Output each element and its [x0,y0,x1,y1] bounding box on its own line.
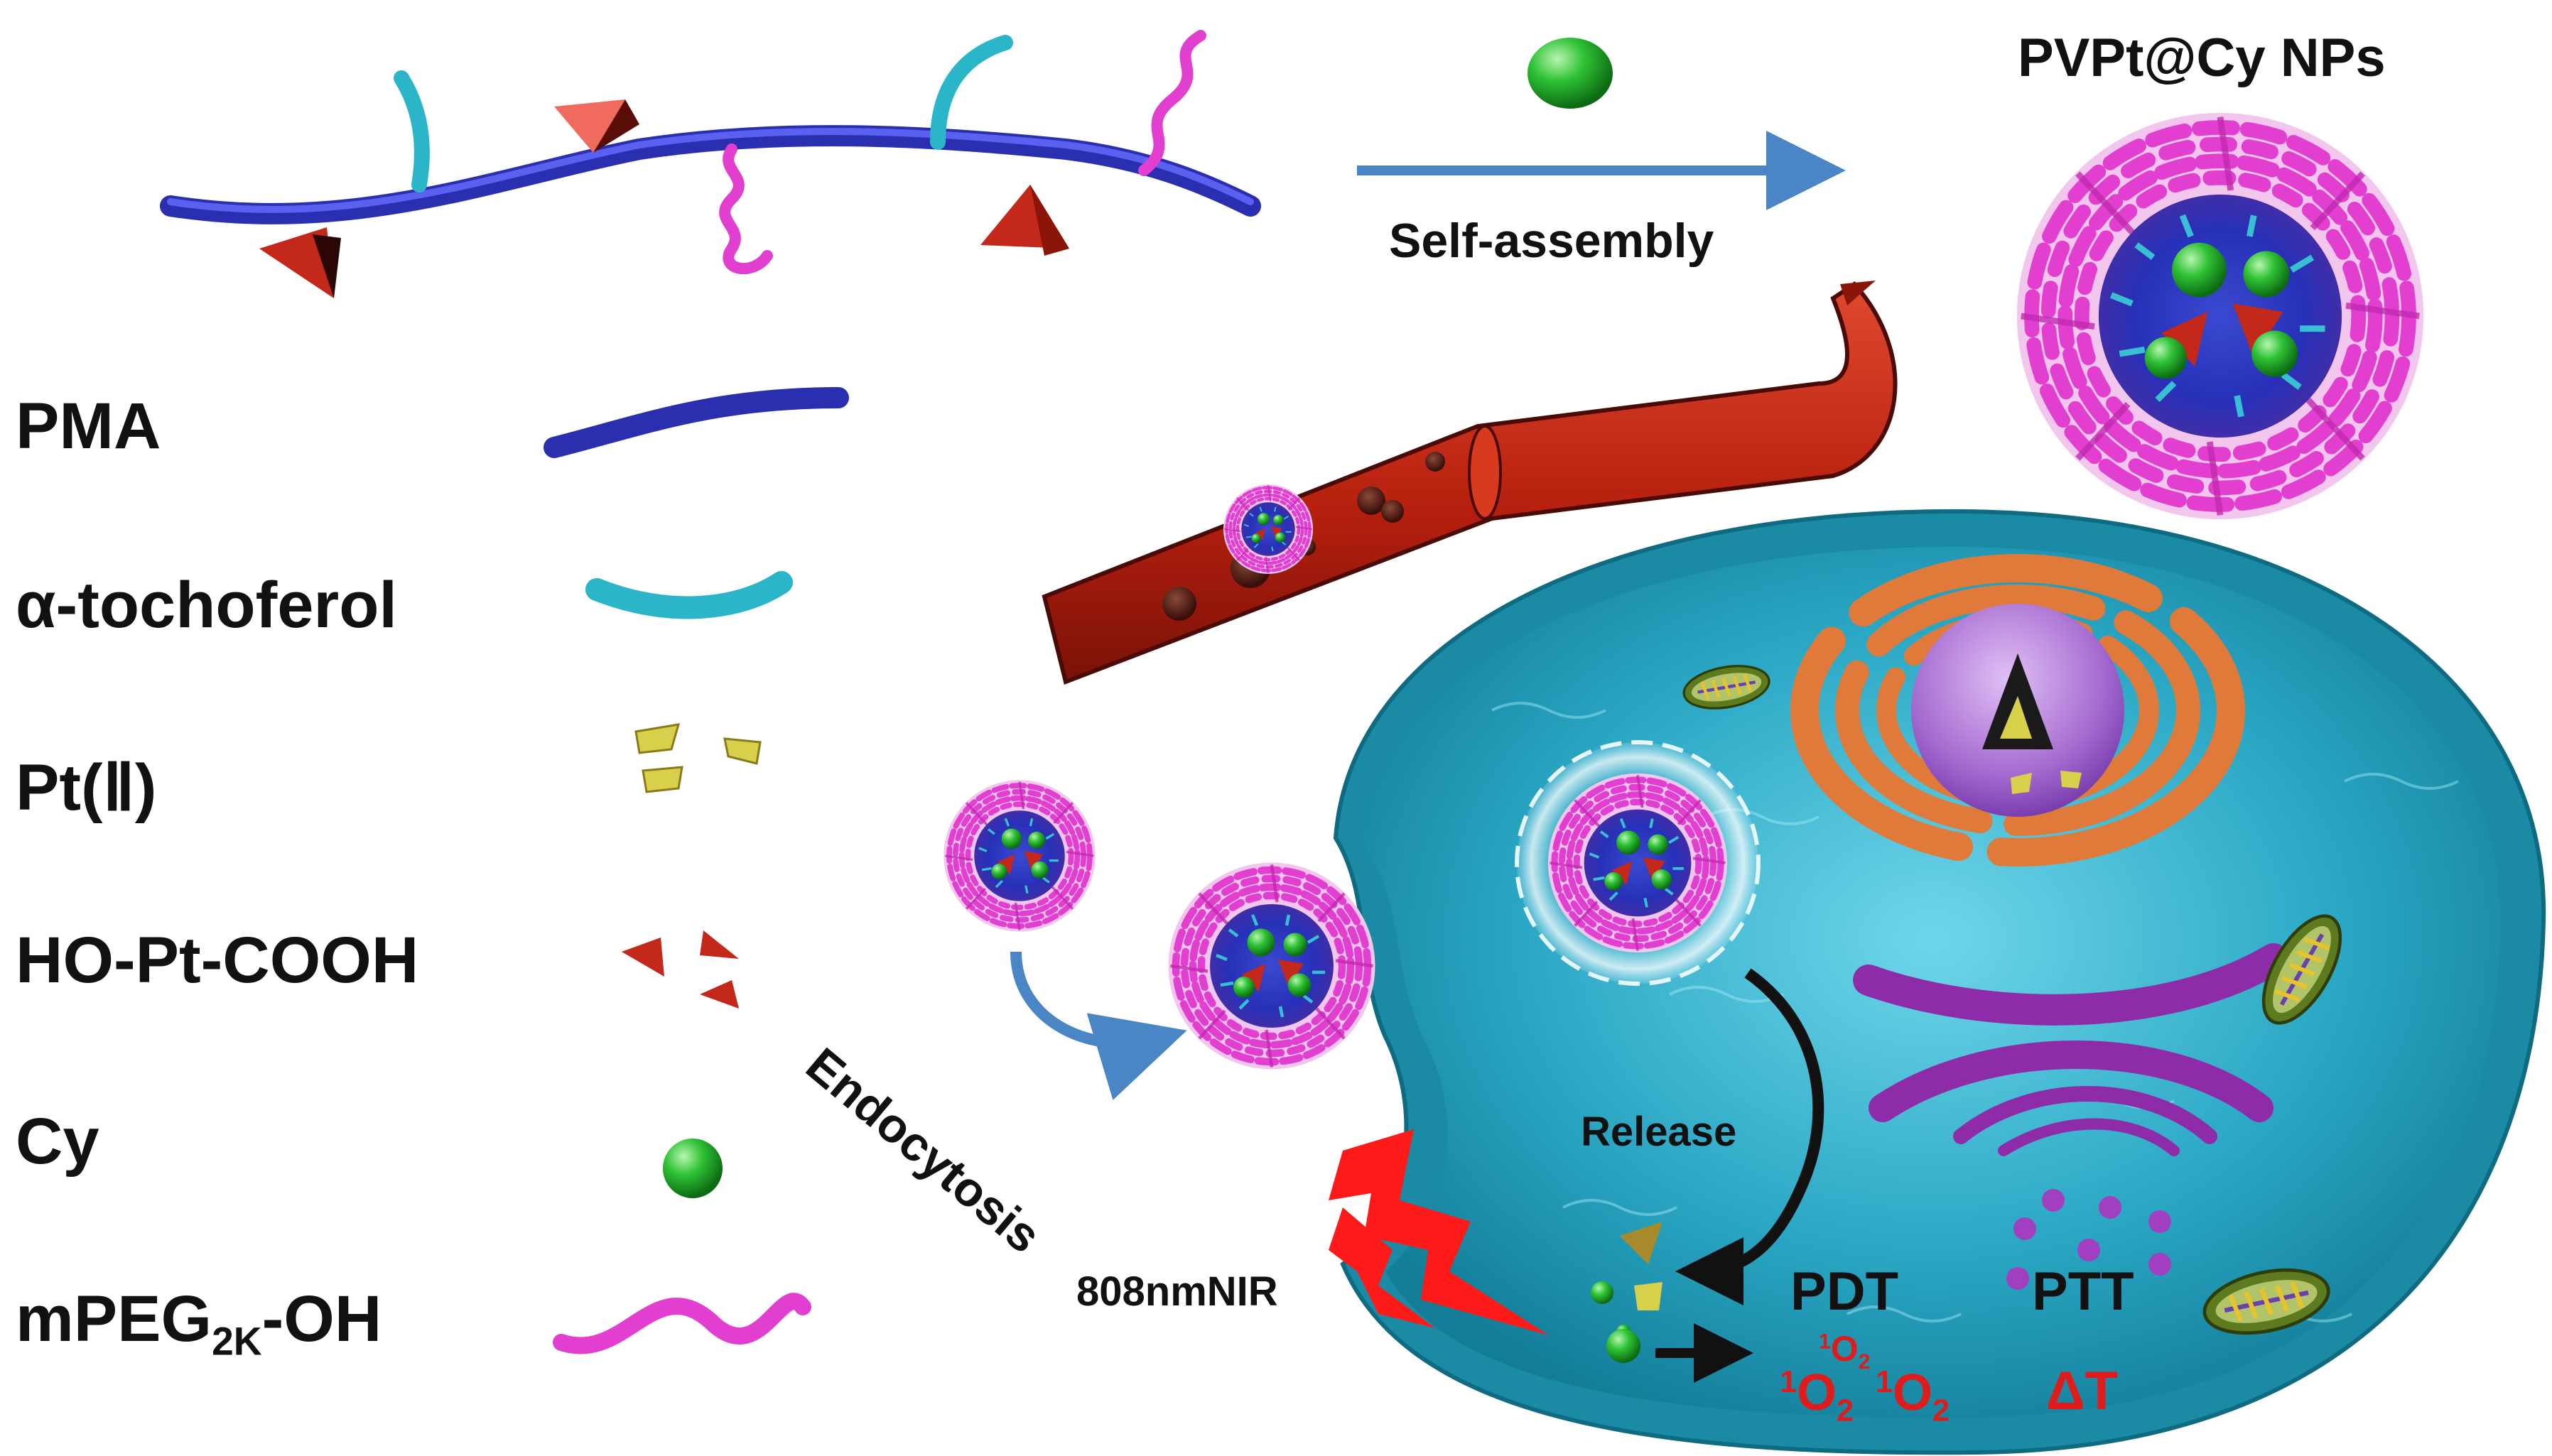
cy-sphere-icon [1528,38,1613,109]
laser-icon [1329,1129,1549,1335]
pma-chain-icon [544,387,849,458]
tumor-cell [1333,509,2546,1455]
free-nanoparticle [944,780,1095,931]
legend-label-mpeg: mPEG2K-OH [16,1283,382,1364]
prodrug-pyramids-icon [622,930,739,1009]
singlet-oxygen-label: 1O2 [1876,1364,1950,1428]
legend-label-pma: PMA [16,390,161,462]
release-arrow [1675,968,1824,1305]
released-drugs [1591,1222,1662,1363]
diagram-title: PVPt@Cy NPs [2018,28,2386,88]
legend-icons [544,387,849,1354]
endoplasmic-reticulum [1853,943,2289,1156]
endocytosis-arrow [1010,951,1187,1100]
mpeg-wave-icon [553,1293,811,1354]
release-label: Release [1581,1109,1737,1155]
endocytosing-nanoparticle [1169,863,1375,1070]
pdt-label: PDT [1790,1261,1898,1322]
self-assembly-label: Self-assembly [1389,214,1714,268]
legend-label-cy: Cy [16,1105,99,1178]
cy-sphere-icon [663,1139,723,1198]
singlet-oxygen-label: 1O2 [1780,1364,1854,1428]
polymer-conjugate [160,30,1261,298]
pt-ii-fragments-icon [634,723,762,793]
pvpt-cy-nanoparticle [2017,113,2423,519]
laser-label: 808nmNIR [1076,1268,1278,1315]
legend-label-prodrug: HO-Pt-COOH [16,924,419,996]
nucleus [1911,604,2124,817]
vesicles [2006,1189,2171,1290]
blood-vessel [1042,281,1898,685]
tocopherol-rod-icon [585,571,793,619]
legend-label-pt-ii: Pt(Ⅱ) [16,751,157,824]
heat-label: ΔT [2046,1361,2119,1421]
singlet-oxygen-label: 1O2 [1819,1329,1871,1374]
ptt-label: PTT [2032,1261,2134,1322]
legend-label-tocopherol: α-tochoferol [16,569,397,641]
